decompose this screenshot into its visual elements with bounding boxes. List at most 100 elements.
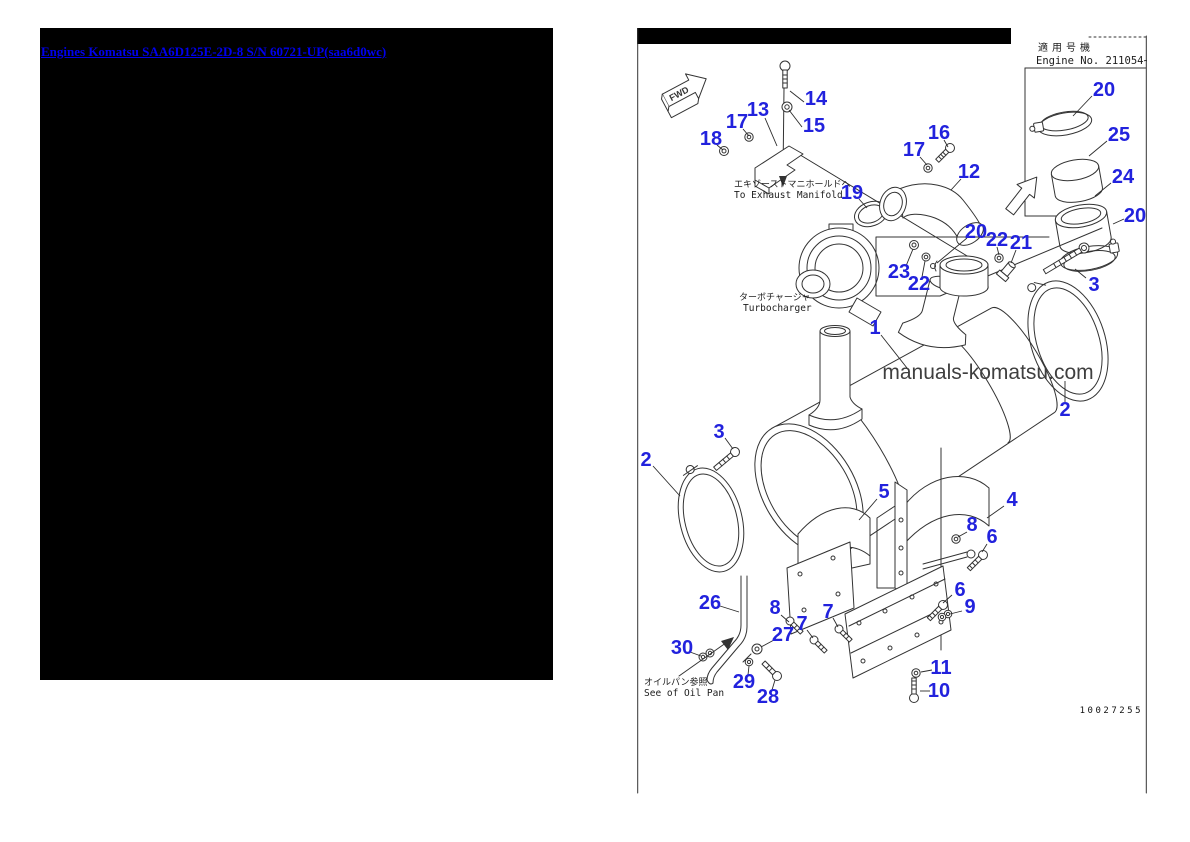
callout-leader-26: [719, 605, 740, 613]
callout-leader-27: [760, 639, 775, 648]
callout-leader-19: [858, 198, 868, 209]
assembly-arrow-icon: [1005, 176, 1038, 216]
part-washers-9: [937, 609, 953, 622]
top-bar: [637, 28, 1011, 44]
callout-9: 9: [964, 596, 975, 618]
part-hose-24: [1054, 203, 1112, 254]
part-strut-bolt: [922, 549, 976, 570]
engine-model-link[interactable]: Engines Komatsu SAA6D125E-2D-8 S/N 60721…: [41, 44, 387, 59]
part-bracket-assembly: [719, 60, 804, 195]
figure-number: 10027255: [1080, 706, 1143, 716]
callout-leader-21: [1010, 249, 1017, 264]
callout-7: 7: [822, 601, 833, 623]
part-clamp-27: [742, 643, 763, 663]
callout-leader-23: [905, 248, 914, 267]
callout-16: 16: [928, 122, 950, 144]
part-saddle-4: [876, 475, 990, 596]
watermark-text: manuals-komatsu.com: [882, 361, 1093, 384]
callout-leader-8: [780, 614, 790, 623]
part-bolt-8-left: [785, 616, 804, 635]
part-bolt-6-lower: [926, 600, 948, 622]
part-bolt-16: [935, 143, 955, 163]
part-washer-17: [923, 163, 933, 173]
callout-leader-12: [950, 178, 962, 191]
callout-leader-13: [764, 117, 778, 147]
callout-leader-7: [832, 617, 839, 628]
part-bolt-3-right: [1042, 242, 1090, 275]
callout-leader-25: [1088, 140, 1108, 157]
callout-21: 21: [1010, 232, 1032, 254]
callout-leader-29: [747, 665, 750, 676]
callout-leader-30: [689, 651, 702, 657]
oil-pan-label-jp: オイルパン参照: [644, 676, 707, 688]
callout-leader-28: [771, 679, 776, 691]
callout-29: 29: [733, 671, 755, 693]
callout-leader-14: [789, 90, 805, 103]
callout-23: 23: [888, 261, 910, 283]
callout-6: 6: [986, 526, 997, 548]
callout-leader-4: [986, 505, 1005, 519]
callout-leader-20: [1112, 218, 1125, 225]
callout-18: 18: [700, 128, 722, 150]
callout-17: 17: [726, 111, 748, 133]
callout-7: 7: [796, 613, 807, 635]
callout-5: 5: [878, 481, 889, 503]
part-drain-tube: [706, 575, 748, 685]
part-bolt-6-upper: [966, 550, 988, 572]
callout-leader-1: [880, 334, 908, 369]
applicability-label-jp: 適用号機: [1038, 41, 1094, 54]
callout-leader-24: [1094, 182, 1112, 197]
diagram-frame: [637, 28, 1147, 794]
part-bolt-28: [761, 660, 782, 681]
callout-19: 19: [841, 182, 863, 204]
callout-leader-11: [920, 669, 933, 673]
turbocharger-label-jp: ターボチャージャ: [739, 292, 810, 303]
parts-small-hardware: [909, 240, 1016, 283]
callout-leader-22: [921, 260, 926, 278]
callout-leader-3: [724, 437, 734, 450]
callout-4: 4: [1006, 489, 1018, 511]
part-outlet-pipe: [808, 325, 863, 431]
exhaust-manifold-label-en: To Exhaust Manifold: [734, 190, 843, 201]
part-clamp-right: [1027, 280, 1109, 402]
oil-pan-arrow-icon: [678, 637, 734, 677]
part-bolt-3-left: [713, 447, 740, 471]
fwd-arrow-icon: FWD: [661, 73, 707, 119]
callout-leader-15: [788, 109, 803, 128]
callout-20: 20: [965, 221, 987, 243]
part-bolt-7b: [834, 624, 853, 643]
callout-leader-3: [1074, 268, 1087, 279]
callout-3: 3: [1088, 274, 1099, 296]
applicability-label-en: Engine No. 211054~: [1036, 55, 1147, 67]
callout-2: 2: [1059, 399, 1070, 421]
callout-14: 14: [805, 88, 828, 110]
callout-30: 30: [671, 637, 693, 659]
part-washer-11: [911, 668, 921, 678]
part-clamp-left: [677, 465, 745, 573]
parts-diagram-svg: 適用号機 Engine No. 211054~ FWD: [637, 28, 1147, 794]
parts-diagram: 適用号機 Engine No. 211054~ FWD: [637, 28, 1147, 798]
exhaust-manifold-label-jp: エキゾーストマニホールドへ: [734, 179, 851, 190]
callout-3: 3: [713, 421, 724, 443]
content-placeholder-panel: [40, 28, 553, 680]
part-turbocharger: [795, 223, 882, 327]
callout-leader-9: [949, 610, 963, 615]
callout-leader-20: [936, 237, 968, 264]
callout-26: 26: [699, 592, 721, 614]
part-elbow: [879, 183, 984, 246]
part-hose-25: [1050, 158, 1103, 203]
callout-6: 6: [954, 579, 965, 601]
callout-27: 27: [772, 624, 794, 646]
callout-22: 22: [908, 273, 930, 295]
callout-20: 20: [1124, 205, 1146, 227]
part-clamp-20-top: [1029, 110, 1093, 137]
callout-leader-17: [742, 128, 750, 137]
callout-leader-2: [652, 465, 681, 497]
callout-leader-7: [806, 629, 814, 639]
callout-28: 28: [757, 686, 779, 708]
callout-leader-6: [942, 594, 953, 604]
callout-1: 1: [869, 317, 880, 339]
part-bolt-7a: [809, 635, 828, 654]
callout-11: 11: [930, 657, 951, 679]
